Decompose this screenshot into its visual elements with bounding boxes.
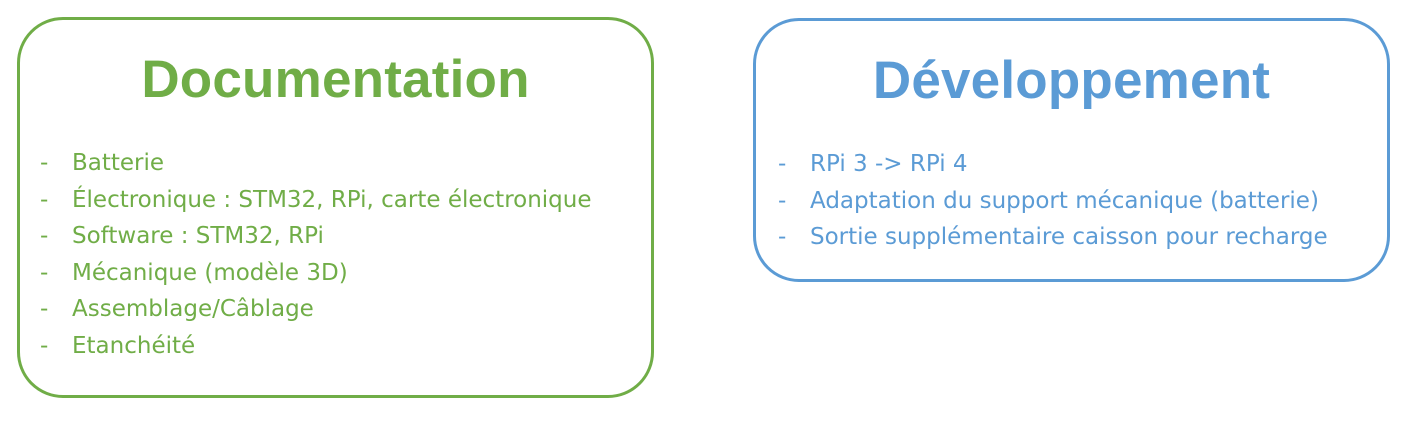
list-item-text: Sortie supplémentaire caisson pour recha… [810,224,1328,250]
list-item: -Etanchéité [38,328,592,365]
list-item: -Électronique : STM32, RPi, carte électr… [38,182,592,219]
list-item-text: Adaptation du support mécanique (batteri… [810,187,1319,214]
list-item: -Software : STM32, RPi [38,218,592,255]
list-item: -Batterie [38,145,592,182]
list-item: -Mécanique (modèle 3D) [38,255,592,292]
developpement-card: Développement -RPi 3 -> RPi 4 -Adaptatio… [753,18,1390,282]
list-item-text: RPi 3 -> RPi 4 [810,151,968,177]
list-item: -RPi 3 -> RPi 4 [776,146,1328,183]
list-item-text: Batterie [72,150,165,176]
developpement-title: Développement [872,51,1271,110]
bullet-dash: - [778,224,787,250]
developpement-list: -RPi 3 -> RPi 4 -Adaptation du support m… [776,146,1328,256]
bullet-dash: - [778,187,787,214]
bullet-dash: - [40,296,49,322]
bullet-dash: - [40,223,49,249]
list-item: -Assemblage/Câblage [38,291,592,328]
documentation-card: Documentation -Batterie -Électronique : … [17,17,654,398]
list-item: -Sortie supplémentaire caisson pour rech… [776,219,1328,256]
bullet-dash: - [40,186,49,213]
list-item: -Adaptation du support mécanique (batter… [776,183,1328,220]
bullet-dash: - [40,150,49,176]
bullet-dash: - [40,259,49,286]
bullet-dash: - [778,151,787,177]
documentation-list: -Batterie -Électronique : STM32, RPi, ca… [38,145,592,364]
list-item-text: Électronique : STM32, RPi, carte électro… [72,186,592,213]
list-item-text: Software : STM32, RPi [72,223,324,249]
bullet-dash: - [40,332,49,359]
list-item-text: Etanchéité [72,332,196,359]
documentation-title: Documentation [141,50,530,109]
list-item-text: Assemblage/Câblage [72,296,314,322]
list-item-text: Mécanique (modèle 3D) [72,259,348,286]
